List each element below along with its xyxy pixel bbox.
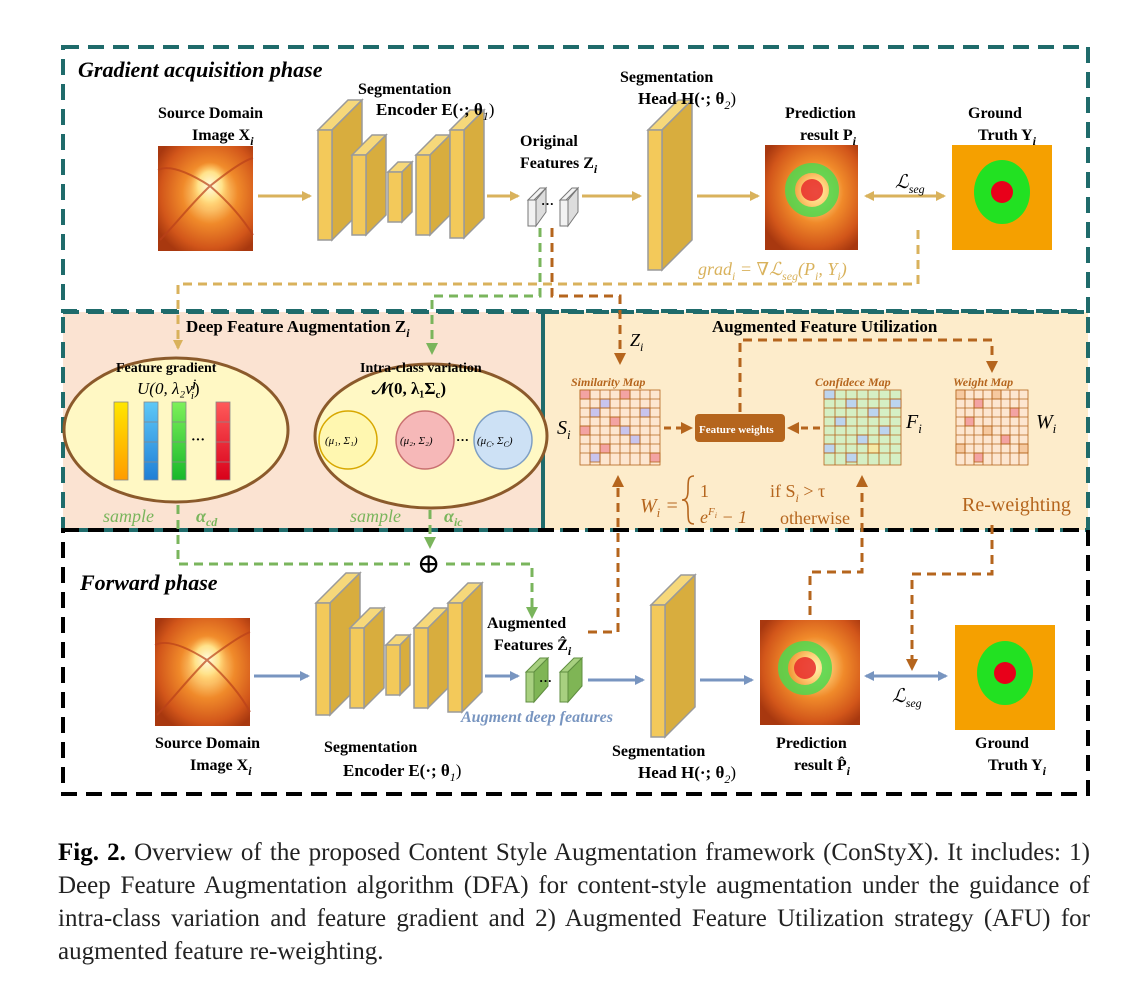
original-features-icon: ··· xyxy=(526,186,580,228)
fg-title: Feature gradient xyxy=(116,361,217,376)
wi-label: Wi xyxy=(1036,411,1057,436)
prediction-image-bottom xyxy=(760,620,860,725)
caption-label: Fig. 2. xyxy=(58,839,126,866)
aug-label-1: Augmented xyxy=(487,615,566,632)
caption-text: Overview of the proposed Content Style A… xyxy=(58,839,1091,965)
features-to-icv-path xyxy=(426,228,542,355)
gradient-phase-title: Gradient acquisition phase xyxy=(78,57,323,82)
augment-deep-features-label: Augment deep features xyxy=(460,709,613,726)
loss-bottom: ℒseg xyxy=(892,686,922,710)
source-image-bottom xyxy=(154,618,251,726)
g2-label: (μ₂, Σ₂) xyxy=(400,435,433,447)
svg-text:otherwise: otherwise xyxy=(780,508,850,528)
aug-label-2: Features Ẑi xyxy=(494,635,572,658)
source-label-top-1: Source Domain xyxy=(158,105,263,122)
sim-title: Similarity Map xyxy=(571,375,645,389)
icv-formula: 𝒩(0, λ₁Σc) xyxy=(371,379,446,401)
forward-phase-title: Forward phase xyxy=(79,570,218,595)
pred-label-bottom-2: result P̂i xyxy=(794,756,851,779)
features-label-top-2: Features Zi xyxy=(520,155,598,176)
afu-zi: Zi xyxy=(630,330,643,354)
plus-symbol: ⊕ xyxy=(417,549,440,580)
conf-title: Confidece Map xyxy=(815,375,891,389)
svg-text:eFi − 1: eFi − 1 xyxy=(700,506,747,527)
gradient-bars xyxy=(113,401,231,481)
encoder-label-top-2: Encoder E(·; θ1) xyxy=(376,100,494,123)
encoder-blocks-bottom xyxy=(314,571,484,717)
loss-top: ℒseg xyxy=(895,172,925,196)
svg-text:···: ··· xyxy=(539,673,552,688)
head-label-bottom-1: Segmentation xyxy=(612,743,705,760)
encoder-label-top-1: Segmentation xyxy=(358,81,451,98)
encoder-blocks-top xyxy=(316,98,486,242)
pred-label-top-1: Prediction xyxy=(785,105,856,122)
gt-label-bottom-2: Truth Yi xyxy=(988,757,1047,778)
seg-head-bottom xyxy=(649,573,697,739)
g1-label: (μ₁, Σ₁) xyxy=(325,435,358,447)
prediction-image-top xyxy=(765,145,858,250)
forward-phase-border xyxy=(61,528,1090,796)
augmented-features-icon: ··· xyxy=(524,656,584,704)
svg-text:···: ··· xyxy=(541,196,554,211)
fw-to-weight-path xyxy=(738,338,998,412)
head-label-top-2: Head H(·; θ2) xyxy=(638,89,736,112)
source-image-top xyxy=(157,146,254,251)
icv-dots: ··· xyxy=(456,432,469,447)
confidence-grid xyxy=(823,389,902,466)
encoder-label-bottom-1: Segmentation xyxy=(324,739,417,756)
feature-weights-label: Feature weights xyxy=(699,424,774,436)
dfa-title: Deep Feature Augmentation Zi xyxy=(186,317,410,340)
grad-formula: gradi = ∇ℒseg(Pi, Yi) xyxy=(698,259,847,283)
source-label-bottom-1: Source Domain xyxy=(155,735,260,752)
pred-label-bottom-1: Prediction xyxy=(776,735,847,752)
sample-cd: sample xyxy=(103,506,154,526)
ground-truth-top xyxy=(952,145,1052,250)
encoder-label-bottom-2: Encoder E(·; θ1) xyxy=(343,761,461,784)
pred-to-conf-path xyxy=(808,475,868,615)
fg-to-plus-path xyxy=(176,505,410,566)
afu-title: Augmented Feature Utilization xyxy=(712,317,938,336)
aug-to-sim-path xyxy=(588,475,624,634)
source-label-top-2: Image Xi xyxy=(192,127,254,148)
gt-label-top-1: Ground xyxy=(968,105,1022,122)
icv-title: Intra-class variation xyxy=(360,361,482,376)
head-label-bottom-2: Head H(·; θ2) xyxy=(638,763,736,786)
plus-to-aug-path xyxy=(446,562,538,619)
gC-label: (μC, ΣC) xyxy=(477,435,513,449)
source-label-bottom-2: Image Xi xyxy=(190,757,252,778)
feature-weights-box xyxy=(695,414,785,442)
head-label-top-1: Segmentation xyxy=(620,69,713,86)
svg-text:Wi =: Wi = xyxy=(640,495,679,520)
svg-text:if Si > τ: if Si > τ xyxy=(770,481,825,505)
gt-label-bottom-1: Ground xyxy=(975,735,1029,752)
sample-ic: sample xyxy=(350,506,401,526)
fg-dots: ··· xyxy=(191,433,205,448)
reweighting-label: Re-weighting xyxy=(962,494,1071,516)
gaussian-circles xyxy=(318,410,533,470)
si-label: Si xyxy=(557,417,571,442)
pred-label-top-2: result Pi xyxy=(800,127,857,148)
figure-caption: Fig. 2. Overview of the proposed Content… xyxy=(58,836,1090,968)
fi-label: Fi xyxy=(905,411,922,436)
alpha-ic: αic xyxy=(444,506,463,529)
weight-title: Weight Map xyxy=(953,375,1013,389)
similarity-grid xyxy=(579,389,661,466)
features-label-top-1: Original xyxy=(520,133,578,150)
alpha-cd: αcd xyxy=(196,506,218,529)
seg-head-top xyxy=(646,98,694,272)
svg-text:1: 1 xyxy=(700,481,709,501)
ground-truth-bottom xyxy=(955,625,1055,730)
gt-label-top-2: Truth Yi xyxy=(978,127,1037,148)
features-to-sim-path xyxy=(550,228,626,365)
weight-equation: Wi = 1 eFi − 1 if Si > τ otherwise xyxy=(640,475,850,528)
weight-grid xyxy=(955,389,1029,466)
grad-dashed-path xyxy=(173,230,920,350)
